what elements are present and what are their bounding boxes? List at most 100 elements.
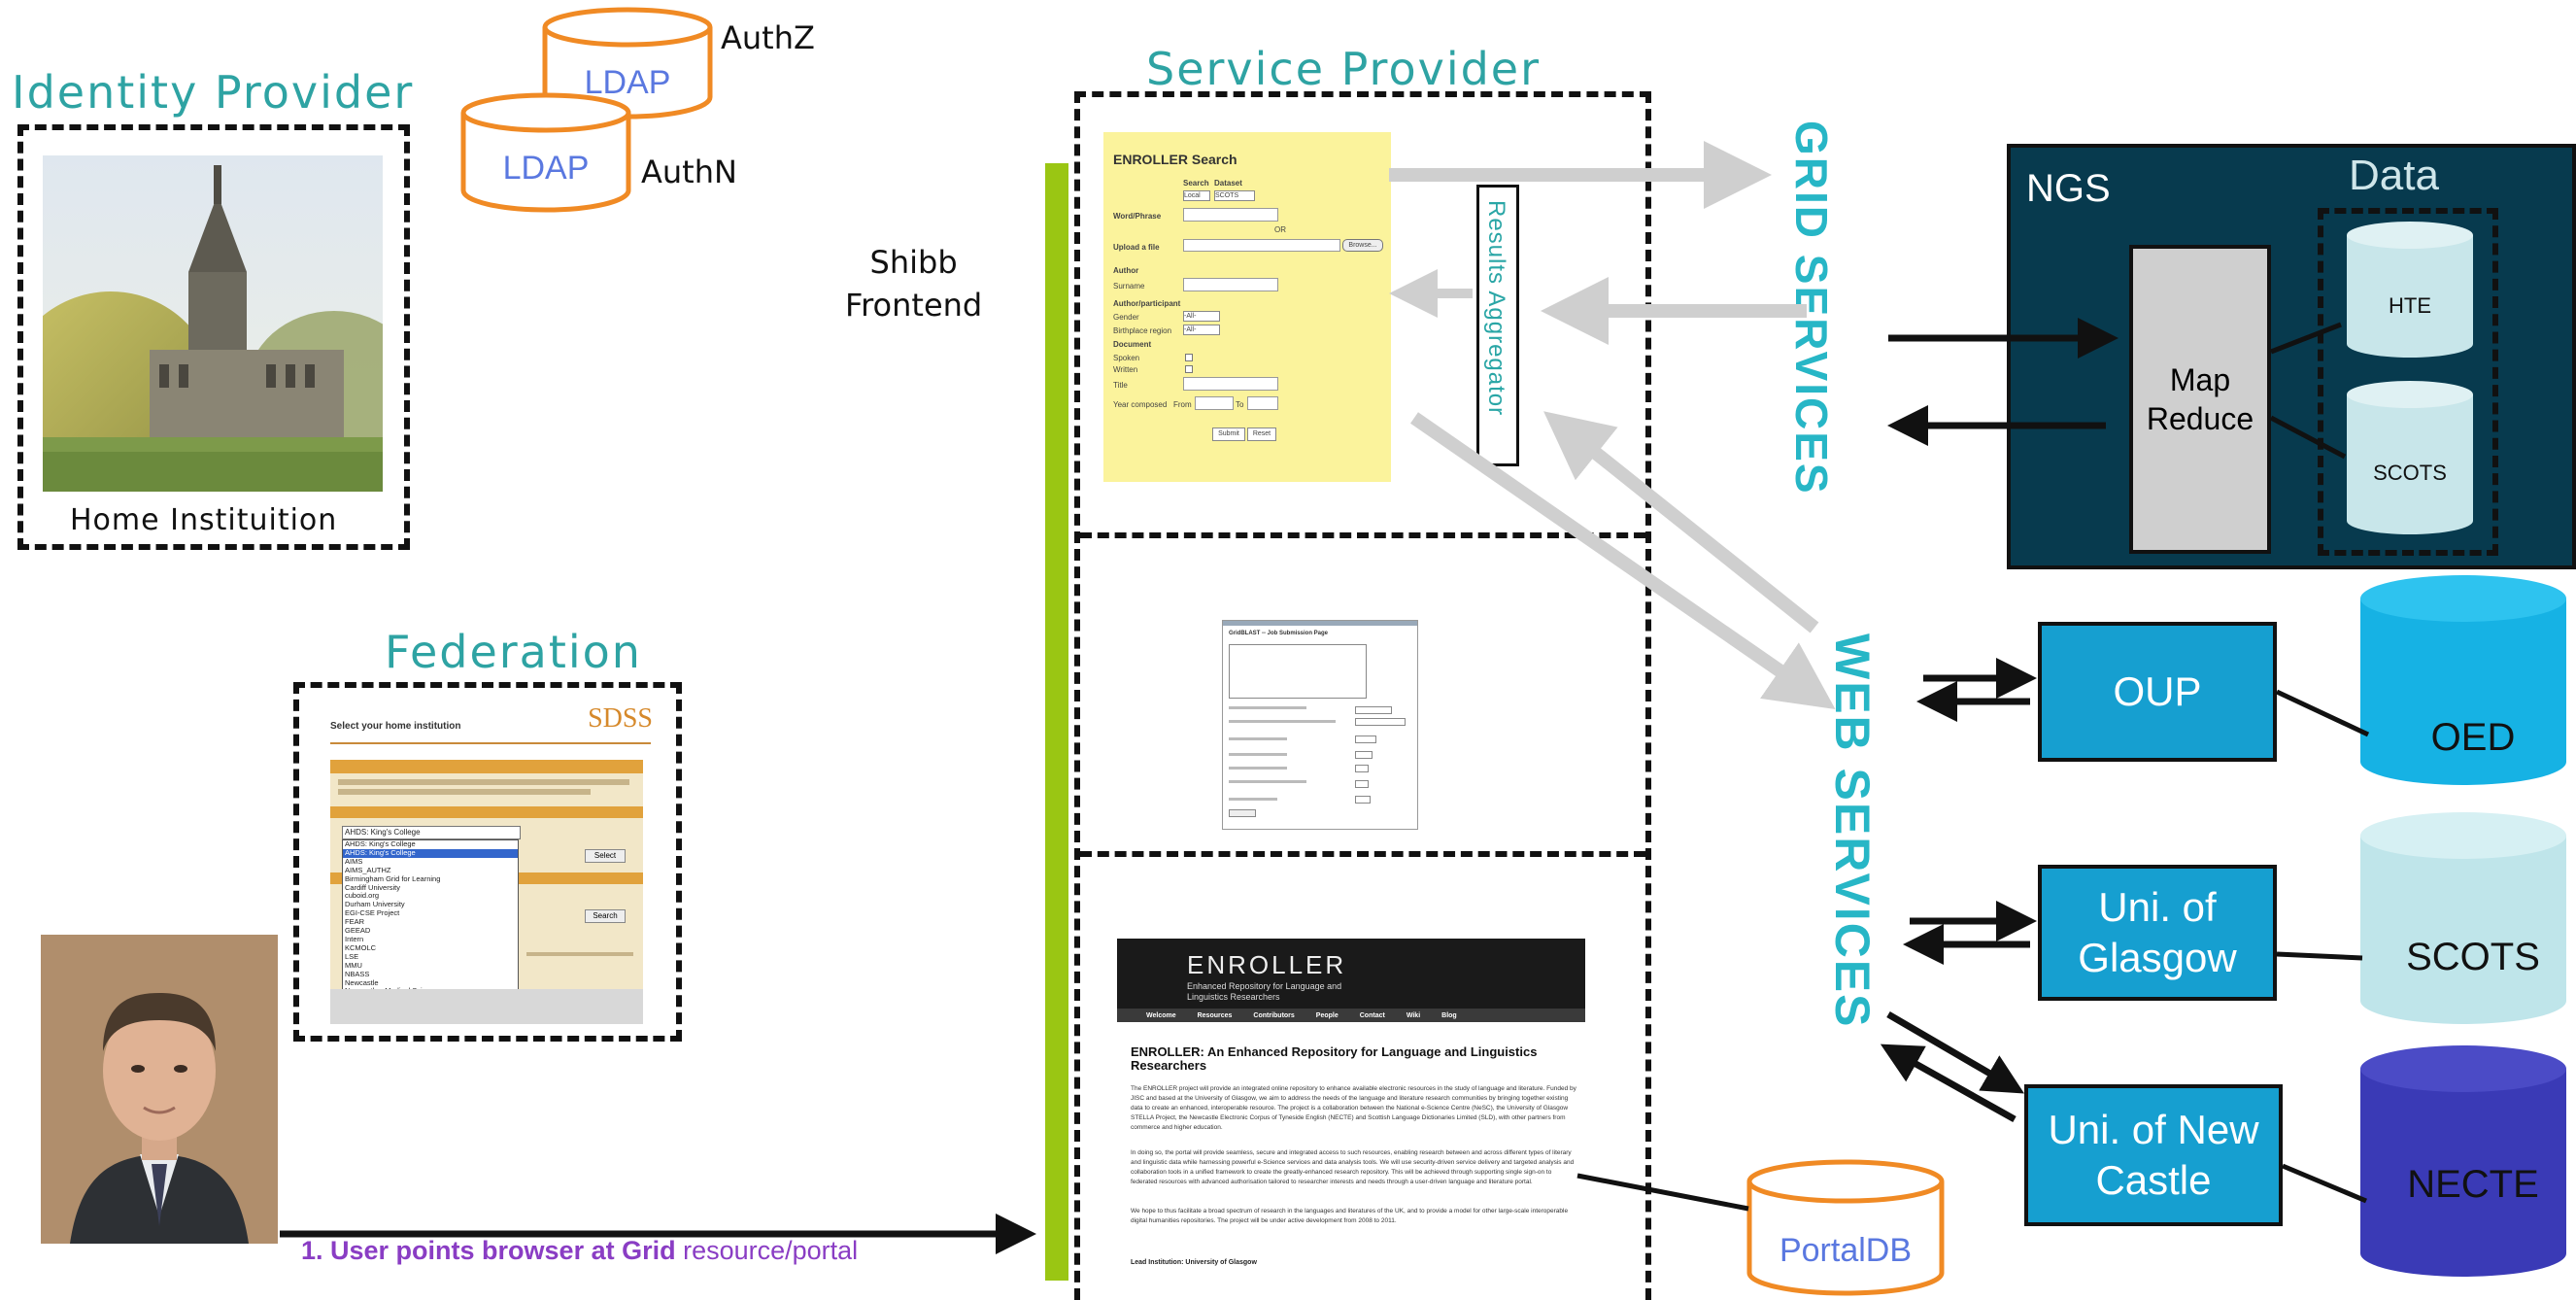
data-cylinders: HTE SCOTS	[2347, 222, 2473, 534]
portal-banner: ENROLLER Enhanced Repository for Languag…	[1117, 939, 1585, 1022]
author-heading: Author	[1113, 266, 1139, 275]
spoken-checkbox[interactable]	[1185, 354, 1193, 361]
shibb-frontend-label: Shibb Frontend	[845, 244, 983, 324]
portal-nav-item[interactable]: Contributors	[1253, 1011, 1295, 1019]
provider-oup: OUP	[2038, 622, 2277, 762]
reset-button[interactable]: Reset	[1247, 428, 1276, 441]
user-action-label: 1. User points browser at Grid resource/…	[301, 1236, 858, 1266]
author-participant-heading: Author/participant	[1113, 299, 1181, 308]
search-button[interactable]: Search	[585, 909, 626, 923]
portal-paragraph-1: The ENROLLER project will provide an int…	[1131, 1085, 1576, 1131]
select-button[interactable]: Select	[585, 849, 626, 863]
institution-option[interactable]: FEAR	[345, 917, 365, 927]
institution-select[interactable]: AHDS: King's College	[342, 826, 521, 839]
institution-option[interactable]: AHDS: King's College	[345, 839, 416, 848]
to-input[interactable]	[1247, 396, 1278, 410]
data-dashed-box	[2318, 208, 2498, 556]
ldap-authz-text: LDAP	[585, 64, 671, 101]
job-sequence-textarea[interactable]	[1229, 644, 1367, 699]
federation-title: Federation	[385, 626, 642, 678]
upload-label: Upload a file	[1113, 243, 1160, 252]
word-phrase-input[interactable]	[1183, 208, 1278, 222]
portal-nav-item[interactable]: Welcome	[1146, 1011, 1176, 1019]
spoken-label: Spoken	[1113, 354, 1140, 362]
sp-divider-1	[1080, 532, 1645, 538]
institution-option[interactable]: NBASS	[345, 969, 370, 978]
from-label: From	[1173, 400, 1192, 409]
portal-nav-item[interactable]: Blog	[1441, 1011, 1457, 1019]
service-provider-title: Service Provider	[1146, 43, 1542, 95]
institution-option[interactable]: GEEAD	[345, 926, 371, 936]
portal-nav: Welcome Resources Contributors People Contac…	[1117, 1009, 1585, 1022]
browse-button[interactable]: Browse...	[1342, 239, 1383, 252]
institution-option[interactable]: Newcastle	[345, 977, 379, 987]
sp-divider-2	[1080, 851, 1645, 857]
scots-db: SCOTS	[2360, 812, 2566, 1024]
gender-label: Gender	[1113, 313, 1139, 322]
institution-option[interactable]: cuboid.org	[345, 891, 380, 901]
oed-text: OED	[2431, 716, 2516, 759]
provider-newcastle: Uni. of New Castle	[2024, 1084, 2283, 1226]
title-input[interactable]	[1183, 377, 1278, 391]
service-provider-box	[1074, 91, 1651, 1300]
provider-glasgow: Uni. of Glasgow	[2038, 865, 2277, 1001]
oed-db: OED	[2360, 575, 2566, 785]
federation-wayf-screenshot: Select your home institution SDSS AHDS: …	[313, 698, 662, 1024]
identity-provider-box	[17, 124, 410, 550]
user-action-bold: 1. User points browser at Grid	[301, 1236, 676, 1265]
institution-option[interactable]: EGI-CSE Project	[345, 908, 400, 918]
portal-brand: ENROLLER	[1187, 950, 1347, 979]
portal-nav-item[interactable]: Wiki	[1406, 1011, 1421, 1019]
job-submit-button[interactable]	[1229, 809, 1256, 817]
upload-input[interactable]	[1183, 239, 1340, 252]
portal-headline: ENROLLER: An Enhanced Repository for Lan…	[1131, 1044, 1538, 1073]
portal-paragraph-3: We hope to thus facilitate a broad spect…	[1131, 1208, 1569, 1224]
written-label: Written	[1113, 365, 1138, 374]
provider-databases: OED SCOTS NECTE	[2360, 575, 2566, 1277]
institution-option[interactable]: AIMS	[345, 856, 363, 866]
search-select[interactable]: Local	[1183, 190, 1210, 201]
institution-option[interactable]: Durham University	[345, 900, 405, 909]
sdss-logo: SDSS	[588, 703, 653, 734]
portaldb-cylinder: PortalDB	[1746, 1159, 1945, 1296]
search-label: Search	[1183, 179, 1209, 188]
institution-option[interactable]: AIMS_AUTHZ	[345, 865, 391, 874]
portal-paragraph-2: In doing so, the portal will provide sea…	[1131, 1149, 1575, 1185]
university-tower-photo	[43, 155, 383, 492]
submit-button[interactable]: Submit	[1212, 428, 1245, 441]
written-checkbox[interactable]	[1185, 365, 1193, 373]
dataset-label: Dataset	[1214, 179, 1242, 188]
institution-option[interactable]: Intern	[345, 934, 364, 943]
from-input[interactable]	[1195, 396, 1234, 410]
ngs-label: NGS	[2026, 167, 2111, 210]
institution-option[interactable]: MMU	[345, 960, 362, 970]
user-action-rest: resource/portal	[675, 1236, 859, 1265]
wayf-heading: Select your home institution	[330, 721, 461, 732]
surname-input[interactable]	[1183, 278, 1278, 291]
birthplace-select[interactable]: -All-	[1183, 325, 1220, 335]
identity-provider-title: Identity Provider	[12, 66, 415, 119]
data-label: Data	[2349, 152, 2439, 199]
home-institution-caption: Home Instituition	[70, 503, 338, 537]
to-label: To	[1236, 400, 1244, 409]
institution-option[interactable]: Cardiff University	[345, 882, 400, 892]
institution-option[interactable]: LSE	[345, 951, 359, 961]
portal-lead: Lead Institution: University of Glasgow	[1131, 1259, 1257, 1266]
hte-text: HTE	[2389, 293, 2431, 318]
search-form-heading: ENROLLER Search	[1113, 152, 1237, 167]
federation-box	[293, 682, 682, 1042]
dataset-select[interactable]: SCOTS	[1214, 190, 1255, 201]
portal-nav-item[interactable]: Resources	[1197, 1011, 1233, 1019]
enroller-search-form: ENROLLER Search Search Dataset Local SCO…	[1103, 132, 1391, 482]
surname-label: Surname	[1113, 282, 1145, 291]
portal-nav-item[interactable]: People	[1315, 1011, 1339, 1019]
institution-option[interactable]: KCMOLC	[345, 942, 377, 952]
institution-option[interactable]: AHDS: King's College	[343, 848, 518, 858]
institution-option[interactable]: Birmingham Grid for Learning	[345, 873, 441, 883]
gender-select[interactable]: -All-	[1183, 311, 1220, 322]
authn-label: AuthN	[641, 154, 737, 190]
job-submission-screenshot: GridBLAST -- Job Submission Page	[1222, 620, 1418, 830]
portal-nav-item[interactable]: Contact	[1359, 1011, 1385, 1019]
